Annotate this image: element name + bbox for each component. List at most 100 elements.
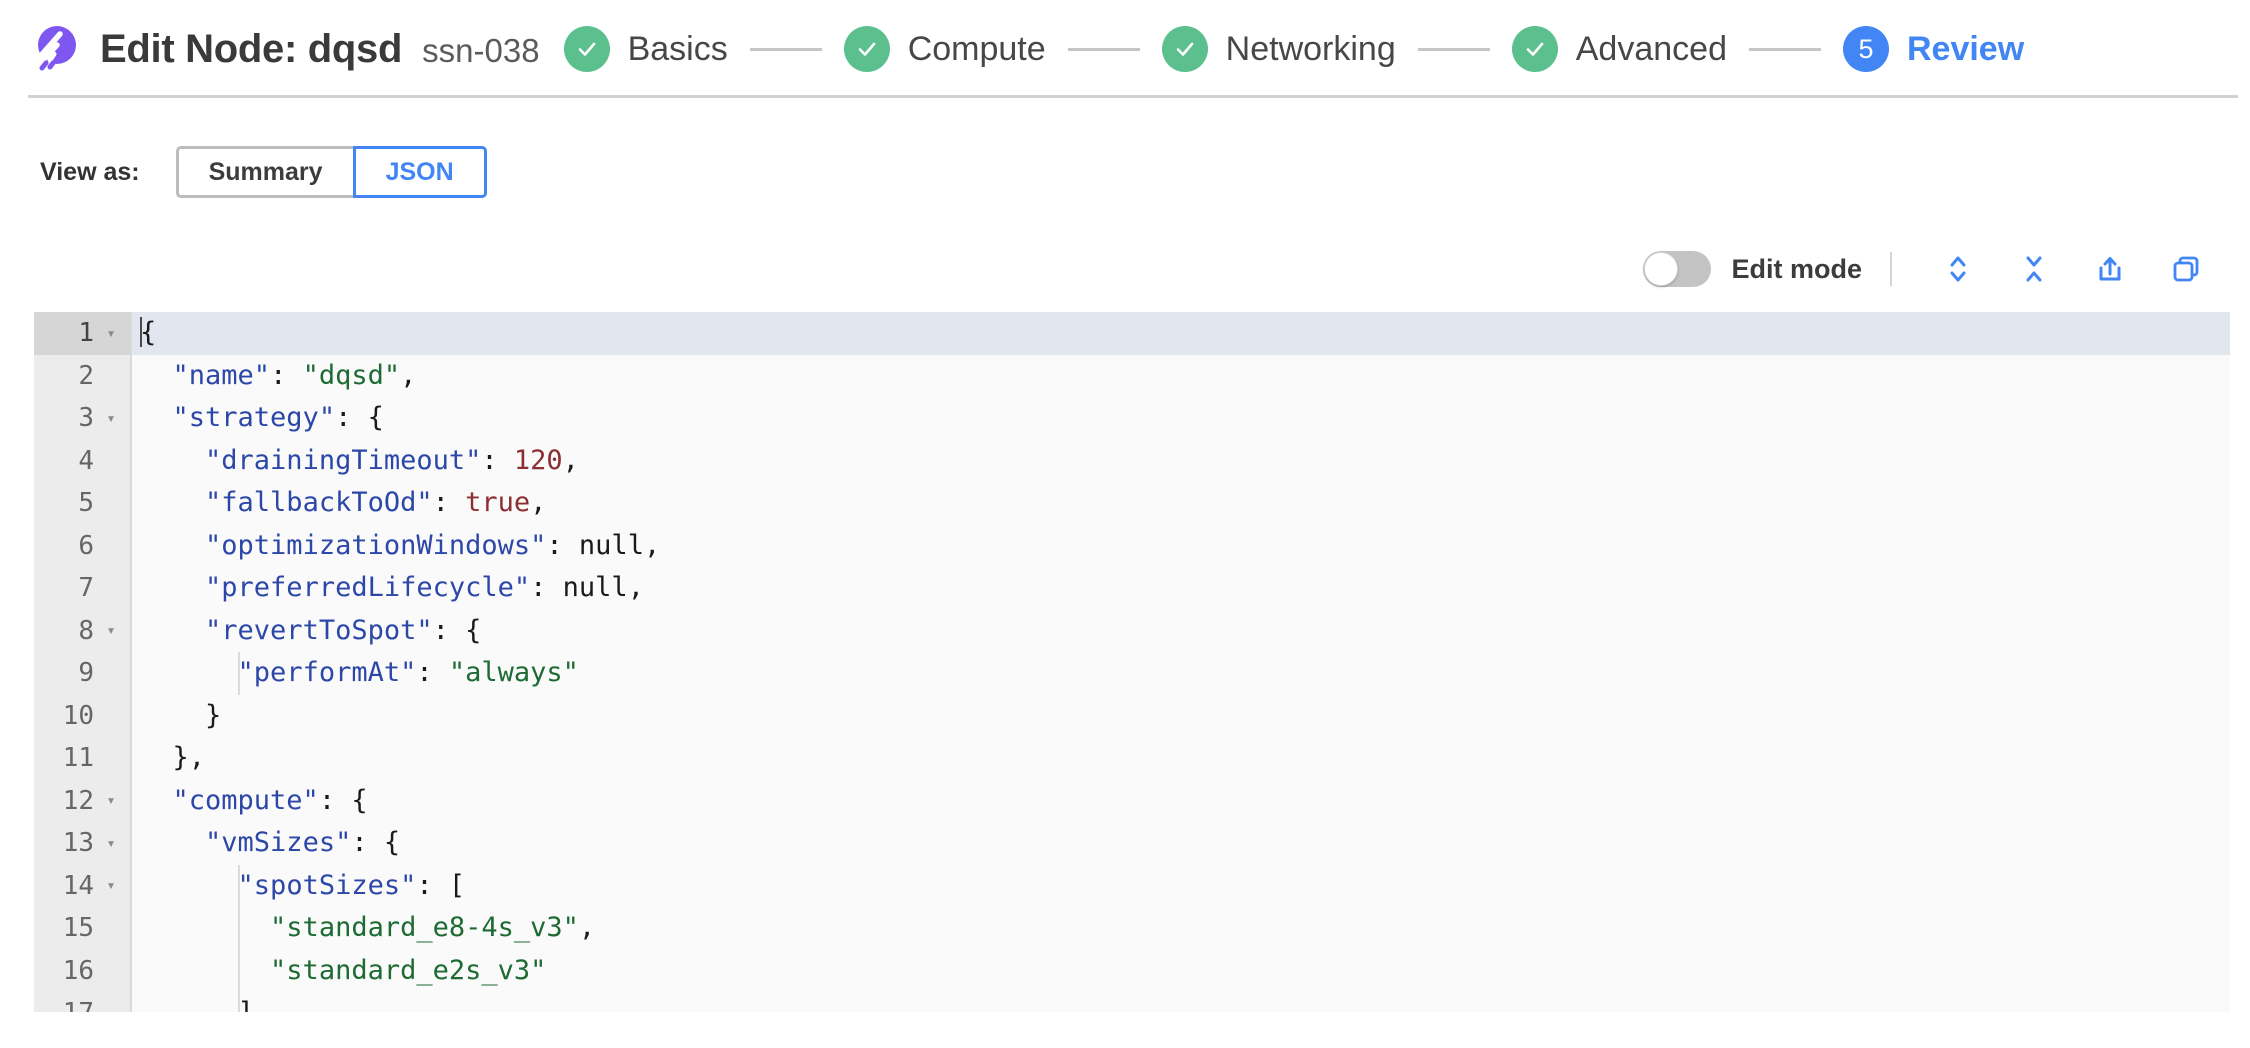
code-line[interactable]: "optimizationWindows": null, — [132, 525, 2230, 568]
line-number: 1▾ — [34, 312, 130, 355]
step-review-circle: 5 — [1842, 26, 1889, 72]
line-number: 16 — [34, 950, 130, 993]
line-number-value: 3 — [78, 403, 94, 433]
fold-arrow-icon[interactable]: ▾ — [106, 323, 116, 342]
editor-code-area[interactable]: { "name": "dqsd", "strategy": { "drainin… — [132, 312, 2230, 1012]
token-punc — [140, 360, 173, 391]
token-punc: : — [546, 529, 579, 561]
code-line[interactable]: "revertToSpot": { — [132, 610, 2230, 653]
step-networking[interactable]: Networking — [1161, 26, 1396, 72]
step-compute-circle — [843, 26, 890, 72]
line-number: 13▾ — [34, 822, 130, 865]
token-punc — [140, 487, 205, 518]
token-str: "always" — [448, 657, 579, 688]
line-number-value: 17 — [63, 992, 94, 1012]
step-review-label: Review — [1906, 29, 2025, 68]
fold-arrow-icon[interactable]: ▾ — [106, 791, 116, 810]
expand-all-icon[interactable] — [1941, 252, 1975, 286]
code-line[interactable]: "standard_e2s_v3" — [132, 950, 2230, 993]
code-line[interactable]: "compute": { — [132, 780, 2230, 823]
step-compute[interactable]: Compute — [843, 26, 1046, 72]
code-line[interactable]: }, — [132, 737, 2230, 780]
step-networking-circle — [1161, 26, 1208, 72]
code-line[interactable]: "vmSizes": { — [132, 822, 2230, 865]
token-key: "compute" — [172, 784, 319, 816]
token-punc — [140, 402, 173, 433]
token-punc: { — [140, 317, 157, 348]
token-punc: , — [627, 572, 644, 603]
code-line[interactable]: "performAt": "always" — [132, 652, 2230, 695]
step-networking-label: Networking — [1225, 29, 1396, 68]
step-basics-label: Basics — [627, 29, 728, 68]
token-null: null — [578, 529, 644, 561]
token-punc — [140, 827, 205, 858]
token-punc: , — [643, 529, 661, 561]
indent-guide — [237, 864, 240, 1012]
line-number-value: 2 — [78, 360, 94, 391]
line-number-value: 1 — [78, 318, 94, 348]
token-punc — [140, 955, 270, 986]
export-icon[interactable] — [2093, 252, 2127, 286]
token-key: "drainingTimeout" — [205, 444, 482, 476]
code-line[interactable]: "name": "dqsd", — [132, 355, 2230, 398]
token-str: "standard_e2s_v3" — [270, 954, 547, 986]
view-as-summary-button[interactable]: Summary — [175, 146, 353, 198]
check-icon — [1176, 42, 1193, 56]
token-key: "fallbackToOd" — [205, 487, 433, 518]
line-number-value: 6 — [78, 530, 94, 561]
code-line[interactable]: ], — [132, 992, 2230, 1012]
step-advanced[interactable]: Advanced — [1511, 26, 1727, 72]
token-punc: , — [400, 359, 417, 391]
line-number: 6 — [34, 525, 130, 568]
token-punc: : — [270, 359, 303, 391]
app-header: Edit Node: dqsd ssn-038 Basics Compute — [0, 0, 2250, 98]
token-punc: : { — [351, 827, 401, 858]
fold-arrow-icon[interactable]: ▾ — [106, 621, 116, 640]
line-number: 5 — [34, 482, 130, 525]
token-punc — [140, 530, 205, 561]
step-advanced-circle — [1511, 26, 1558, 72]
page-subtitle-node-id: ssn-038 — [422, 31, 540, 69]
line-number-value: 14 — [62, 870, 94, 901]
token-str: "dqsd" — [302, 359, 401, 391]
token-punc: : { — [318, 784, 368, 816]
edit-mode-toggle[interactable] — [1643, 251, 1712, 287]
line-number: 3▾ — [34, 397, 130, 440]
check-icon — [858, 42, 876, 56]
copy-icon[interactable] — [2169, 252, 2203, 286]
token-punc — [140, 912, 270, 943]
view-as-label: View as: — [40, 157, 140, 186]
fold-arrow-icon[interactable]: ▾ — [106, 833, 116, 852]
fold-arrow-icon[interactable]: ▾ — [106, 408, 116, 427]
line-number-value: 11 — [62, 743, 94, 773]
wizard-stepper: Basics Compute Networking — [563, 26, 2250, 72]
token-key: "vmSizes" — [205, 827, 352, 858]
code-line[interactable]: "fallbackToOd": true, — [132, 482, 2230, 525]
token-punc: } — [140, 699, 222, 731]
code-line[interactable]: "spotSizes": [ — [132, 865, 2230, 908]
fold-arrow-icon[interactable]: ▾ — [106, 876, 116, 895]
code-line[interactable]: "standard_e8-4s_v3", — [132, 907, 2230, 950]
token-key: "performAt" — [237, 657, 417, 688]
line-number-value: 8 — [78, 615, 94, 646]
toolbar-divider — [1890, 252, 1892, 286]
code-line[interactable]: "strategy": { — [132, 397, 2230, 440]
step-review[interactable]: 5 Review — [1842, 26, 2025, 72]
collapse-all-icon[interactable] — [2017, 252, 2051, 286]
step-basics[interactable]: Basics — [563, 26, 728, 72]
view-as-json-button[interactable]: JSON — [352, 146, 487, 198]
code-line[interactable]: } — [132, 695, 2230, 738]
code-line[interactable]: "drainingTimeout": 120, — [132, 440, 2230, 483]
line-number: 12▾ — [34, 780, 130, 823]
page-title-block: Edit Node: dqsd ssn-038 — [100, 27, 540, 72]
line-number: 11 — [34, 737, 130, 780]
code-line[interactable]: "preferredLifecycle": null, — [132, 567, 2230, 610]
text-cursor — [140, 317, 142, 347]
step-connector — [1067, 47, 1140, 51]
token-key: "optimizationWindows" — [205, 529, 547, 561]
code-line[interactable]: { — [132, 312, 2230, 355]
line-number: 4 — [34, 440, 130, 483]
view-as-segmented-control: Summary JSON — [175, 146, 487, 198]
edit-mode-label: Edit mode — [1731, 253, 1862, 284]
